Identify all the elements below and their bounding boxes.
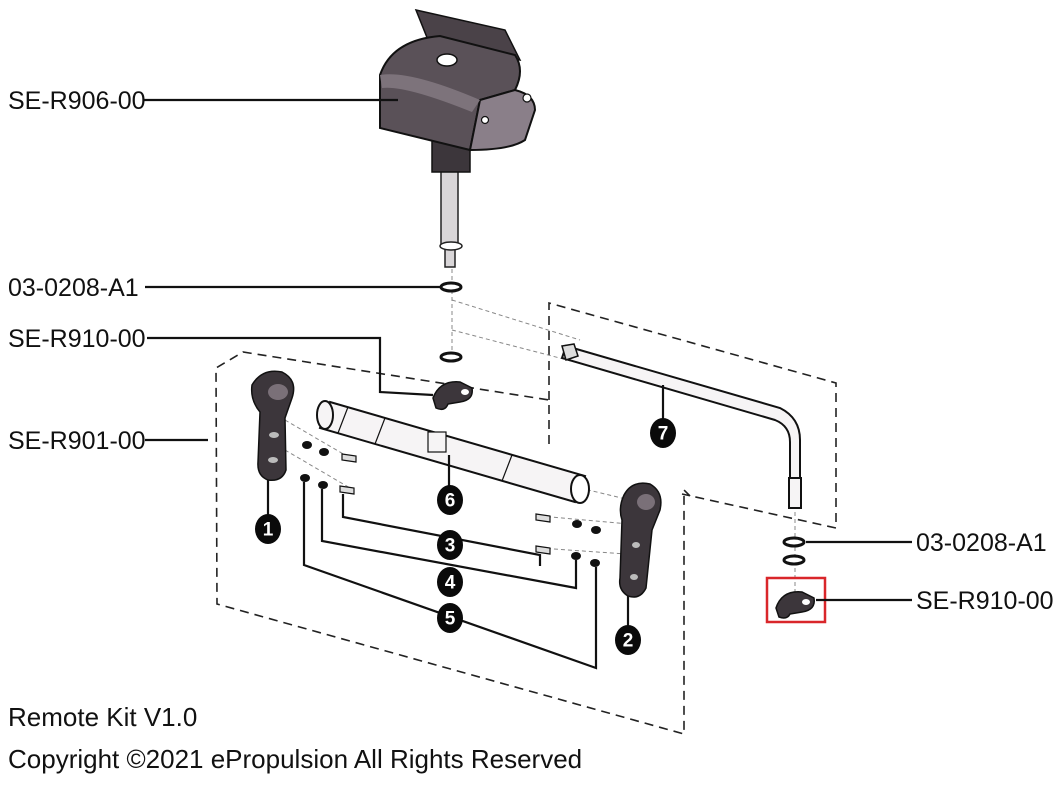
label-link-right: SE-R910-00 xyxy=(916,587,1054,615)
label-kit-group: SE-R901-00 xyxy=(8,427,146,455)
callout-7: 7 xyxy=(650,418,676,448)
top-mount-part xyxy=(379,8,537,268)
link-part-left xyxy=(432,381,473,411)
main-tube xyxy=(316,400,590,504)
callout-6: 6 xyxy=(437,485,463,515)
kit-boundary-right xyxy=(548,301,837,529)
left-lever xyxy=(250,370,295,482)
washer-right-b xyxy=(782,554,806,566)
steering-rod xyxy=(560,343,802,509)
svg-text:3: 3 xyxy=(445,536,456,557)
right-hardware xyxy=(535,513,601,567)
washer-top xyxy=(439,281,463,293)
footer-kit-version: Remote Kit V1.0 xyxy=(8,702,198,732)
callout-5: 5 xyxy=(437,603,463,633)
callout-1: 1 xyxy=(255,514,281,544)
svg-text:5: 5 xyxy=(445,609,456,630)
svg-text:7: 7 xyxy=(658,424,669,445)
callout-3: 3 xyxy=(437,530,463,560)
dashed-boundaries xyxy=(215,301,837,736)
right-lever xyxy=(618,482,662,598)
svg-text:2: 2 xyxy=(623,631,634,652)
label-se-r906: SE-R906-00 xyxy=(8,87,146,115)
svg-text:1: 1 xyxy=(263,520,274,541)
svg-text:4: 4 xyxy=(445,573,456,594)
left-hardware xyxy=(300,441,357,495)
link-part-right xyxy=(775,591,815,619)
washer-right-a xyxy=(782,536,806,548)
kit-boundary-left xyxy=(215,351,691,736)
washer-mid xyxy=(439,351,463,363)
callout-4: 4 xyxy=(437,567,463,597)
label-link-left: SE-R910-00 xyxy=(8,325,146,353)
label-washer-right: 03-0208-A1 xyxy=(916,529,1047,557)
footer-copyright: Copyright ©2021 ePropulsion All Rights R… xyxy=(8,744,583,774)
callout-2: 2 xyxy=(615,625,641,655)
label-washer-top: 03-0208-A1 xyxy=(8,274,139,302)
svg-text:6: 6 xyxy=(445,491,456,512)
